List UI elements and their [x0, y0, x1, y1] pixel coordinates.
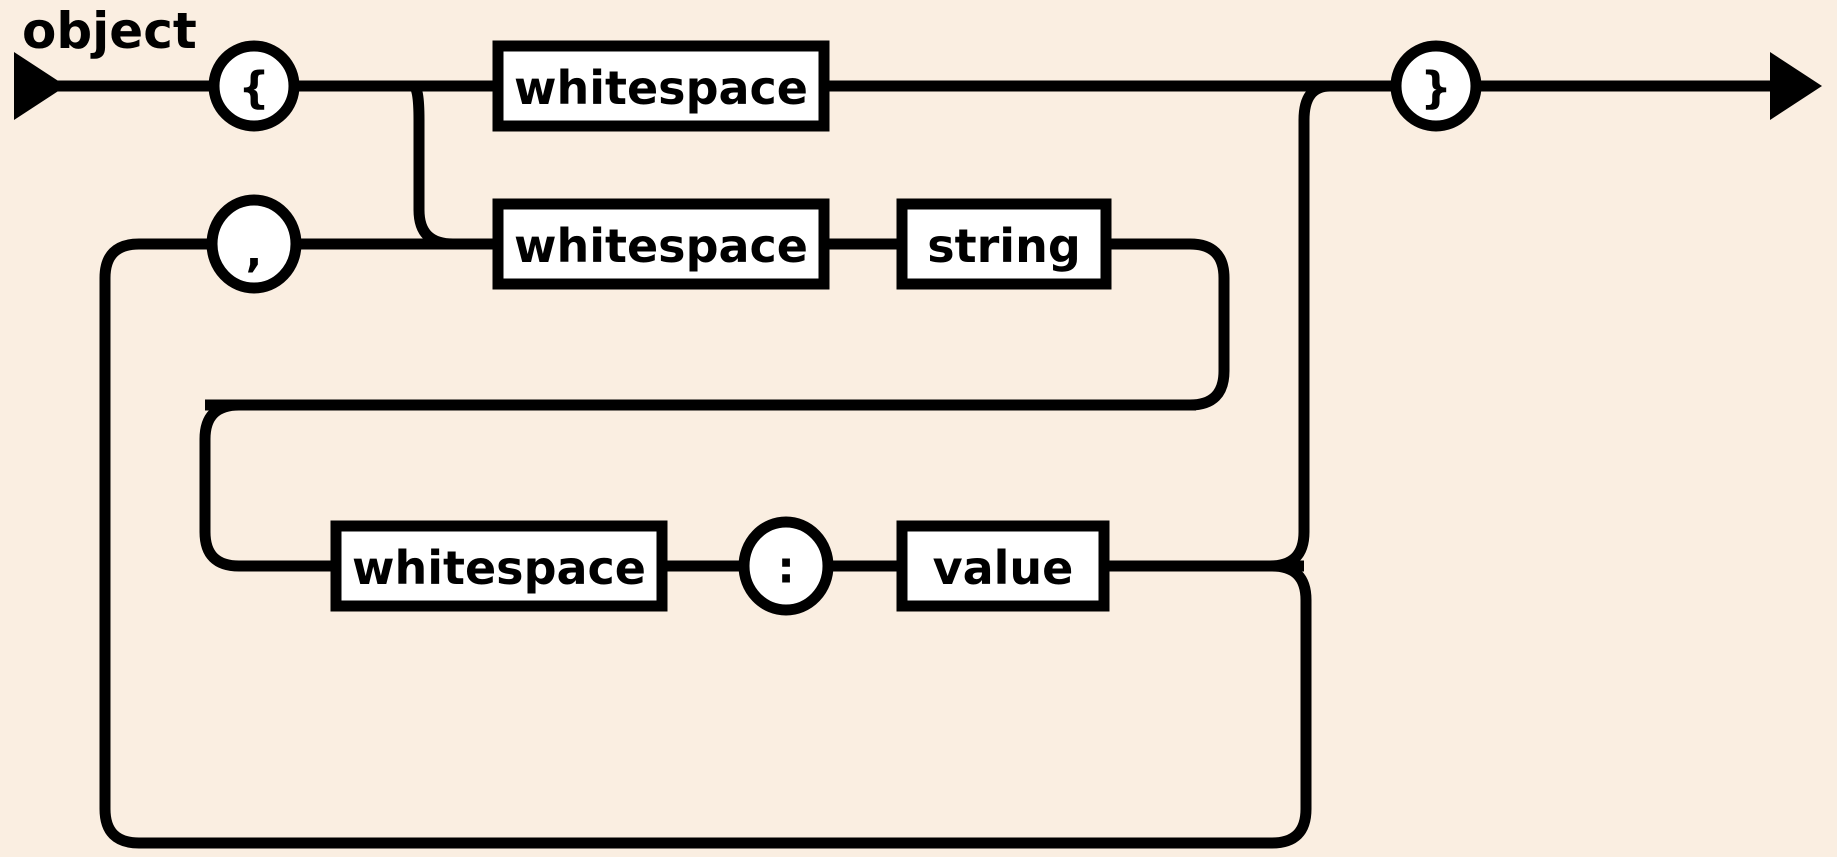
close-brace-circle: [1390, 40, 1482, 132]
node-whitespace-row2[interactable]: whitespace: [492, 198, 830, 290]
string-box: [896, 198, 1112, 290]
open-brace-label: {: [238, 63, 269, 114]
close-brace-label: }: [1420, 63, 1451, 114]
diagram-title: object: [22, 2, 197, 60]
node-string[interactable]: string: [896, 198, 1112, 290]
node-close-brace[interactable]: }: [1390, 40, 1482, 132]
whitespace-row1-box: [492, 40, 830, 132]
node-whitespace-row1[interactable]: whitespace: [492, 40, 830, 132]
exit-arrowhead-icon: [1770, 52, 1822, 120]
track-loop-back-to-comma: [99, 238, 1312, 849]
colon-label: :: [777, 543, 795, 594]
track-lines: [48, 80, 1790, 849]
track-return-down-to-row3: [199, 399, 336, 572]
whitespace-row2-label: whitespace: [514, 219, 808, 273]
node-comma[interactable]: ,: [206, 194, 302, 294]
node-value[interactable]: value: [896, 520, 1110, 612]
comma-label: ,: [246, 227, 263, 278]
whitespace-row3-box: [330, 520, 668, 612]
colon-circle: [738, 516, 834, 616]
node-open-brace[interactable]: {: [208, 40, 300, 132]
whitespace-row3-label: whitespace: [352, 541, 646, 595]
value-box: [896, 520, 1110, 612]
track-string-to-return-line: [1106, 238, 1230, 411]
node-whitespace-row3[interactable]: whitespace: [330, 520, 668, 612]
comma-circle: [206, 194, 302, 294]
node-colon[interactable]: :: [738, 516, 834, 616]
whitespace-row2-box: [492, 198, 830, 290]
entry-arrowhead-icon: [14, 52, 66, 120]
open-brace-circle: [208, 40, 300, 132]
string-label: string: [927, 219, 1081, 273]
whitespace-row1-label: whitespace: [514, 61, 808, 115]
value-label: value: [933, 541, 1074, 595]
